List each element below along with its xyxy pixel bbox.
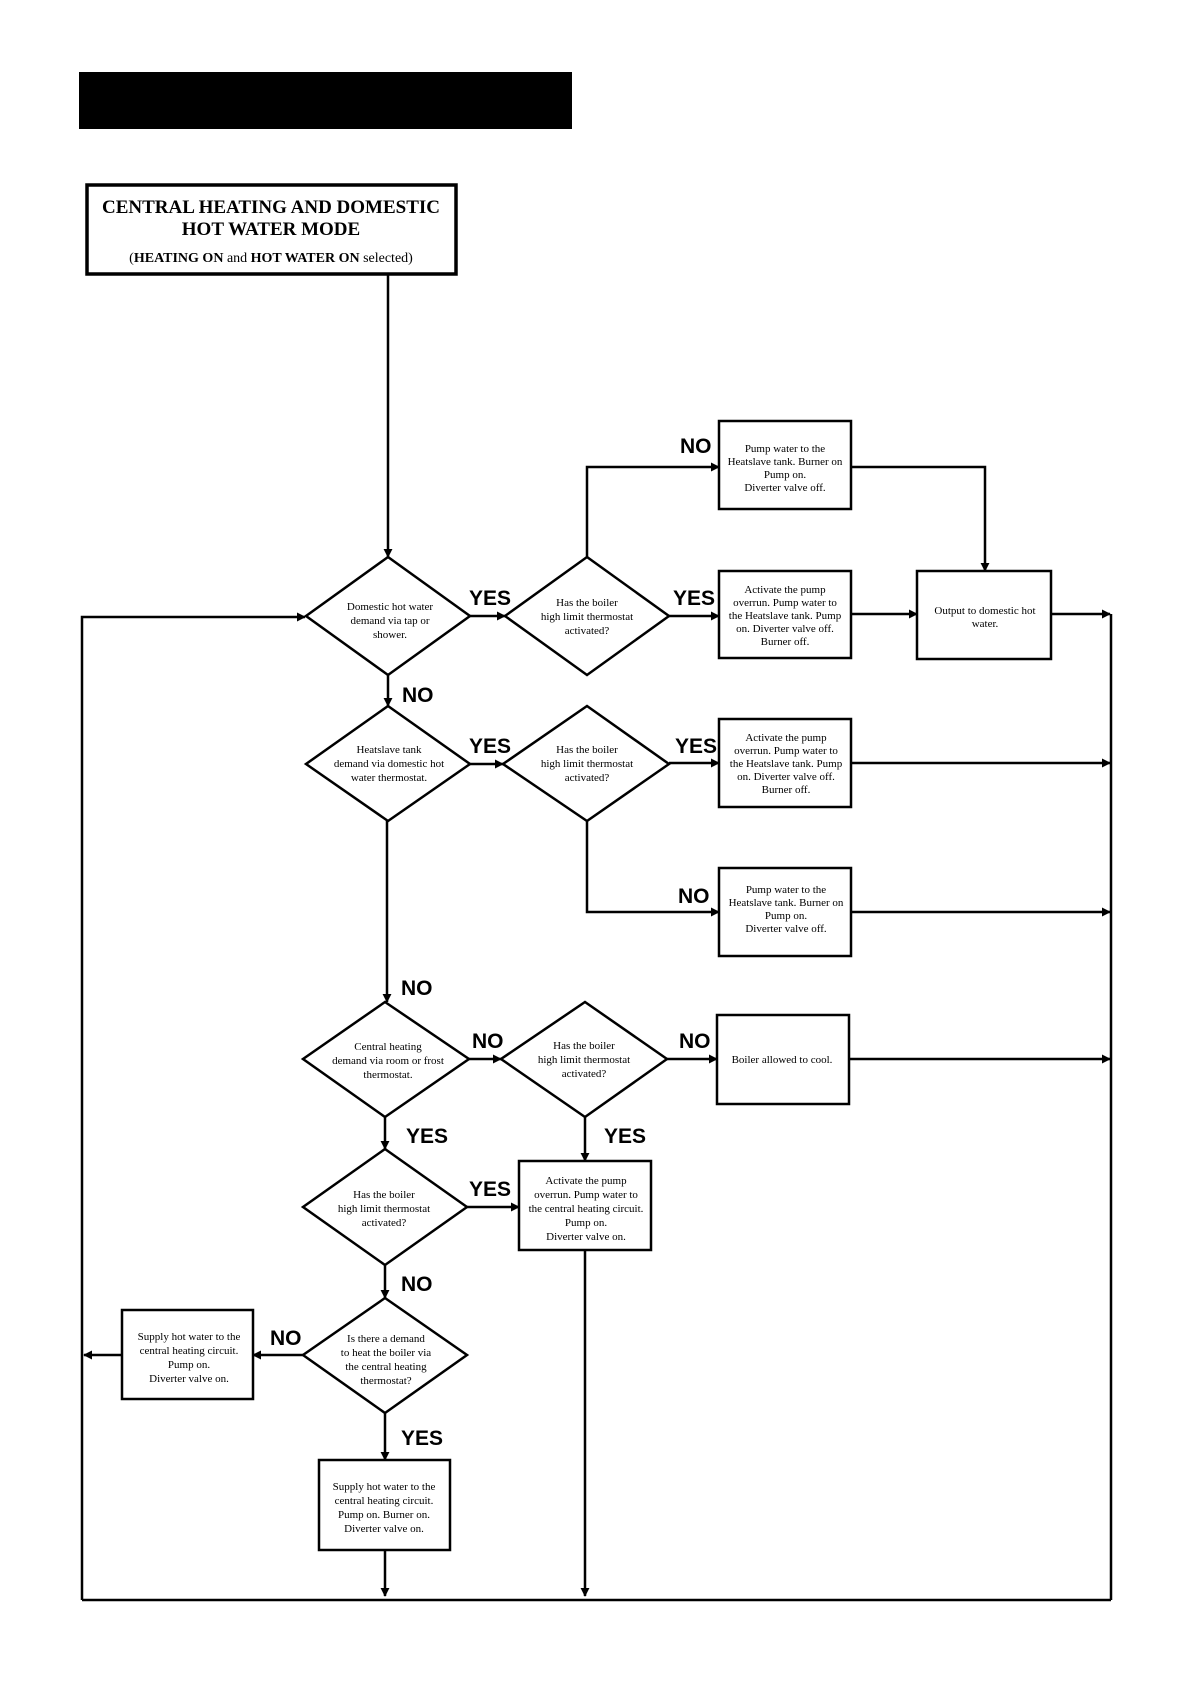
title-subtitle: (HEATING ON and HOT WATER ON selected) <box>129 251 413 266</box>
label-yes: YES <box>604 1125 646 1148</box>
branch-labels: YES YES NO NO YES YES NO NO NO NO YES YE… <box>270 435 717 1450</box>
label-yes: YES <box>401 1427 443 1450</box>
label-yes: YES <box>469 735 511 758</box>
label-yes: YES <box>675 735 717 758</box>
label-yes: YES <box>673 587 715 610</box>
process-boiler-allowed-to-cool: Boiler allowed to cool. <box>715 1013 851 1106</box>
label-yes: YES <box>469 587 511 610</box>
label-no: NO <box>401 1273 433 1296</box>
title-line-2: HOT WATER MODE <box>182 219 360 240</box>
label-no: NO <box>680 435 712 458</box>
label-no: NO <box>679 1030 711 1053</box>
connectors <box>80 274 1113 1602</box>
title-box: CENTRAL HEATING AND DOMESTIC HOT WATER M… <box>85 183 458 276</box>
header-bar <box>79 72 572 129</box>
label-no: NO <box>270 1327 302 1350</box>
title-line-1: CENTRAL HEATING AND DOMESTIC <box>102 197 440 218</box>
label-yes: YES <box>406 1125 448 1148</box>
label-no: NO <box>401 977 433 1000</box>
svg-text:Boiler allowed to cool.: Boiler allowed to cool. <box>732 1054 833 1066</box>
label-no: NO <box>402 684 434 707</box>
label-no: NO <box>472 1030 504 1053</box>
label-yes: YES <box>469 1178 511 1201</box>
label-no: NO <box>678 885 710 908</box>
